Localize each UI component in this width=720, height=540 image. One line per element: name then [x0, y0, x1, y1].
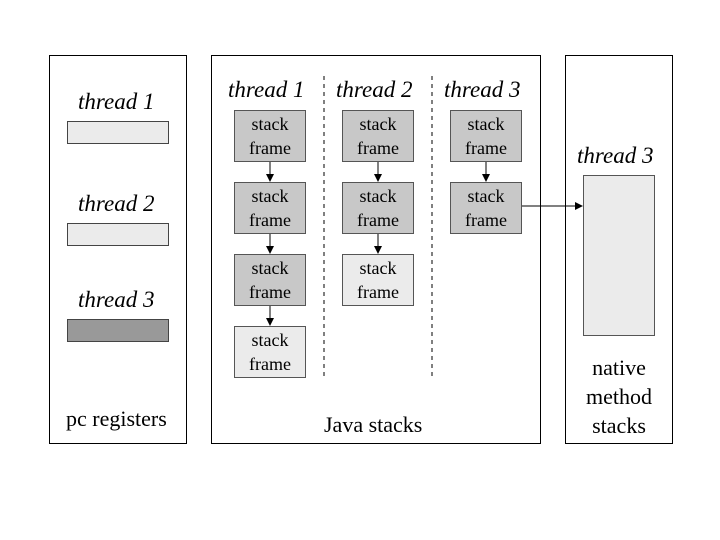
- pc-registers-title: pc registers: [66, 406, 167, 431]
- java-thread-1-label: thread 1: [228, 77, 305, 102]
- pc-registers-panel: [49, 55, 187, 444]
- native-thread-3-label: thread 3: [577, 143, 654, 168]
- native-stack-thread-3: [583, 175, 655, 336]
- pc-register-thread-1: [67, 121, 169, 144]
- java-thread-3-label: thread 3: [444, 77, 521, 102]
- pc-thread-1-label: thread 1: [78, 89, 155, 114]
- native-method-stacks-title: native method stacks: [586, 355, 652, 438]
- java-thread-2-label: thread 2: [336, 77, 413, 102]
- java-stacks-title: Java stacks: [324, 412, 423, 437]
- pc-thread-3-label: thread 3: [78, 287, 155, 312]
- pc-register-thread-2: [67, 223, 169, 246]
- pc-thread-2-label: thread 2: [78, 191, 155, 216]
- pc-register-thread-3: [67, 319, 169, 342]
